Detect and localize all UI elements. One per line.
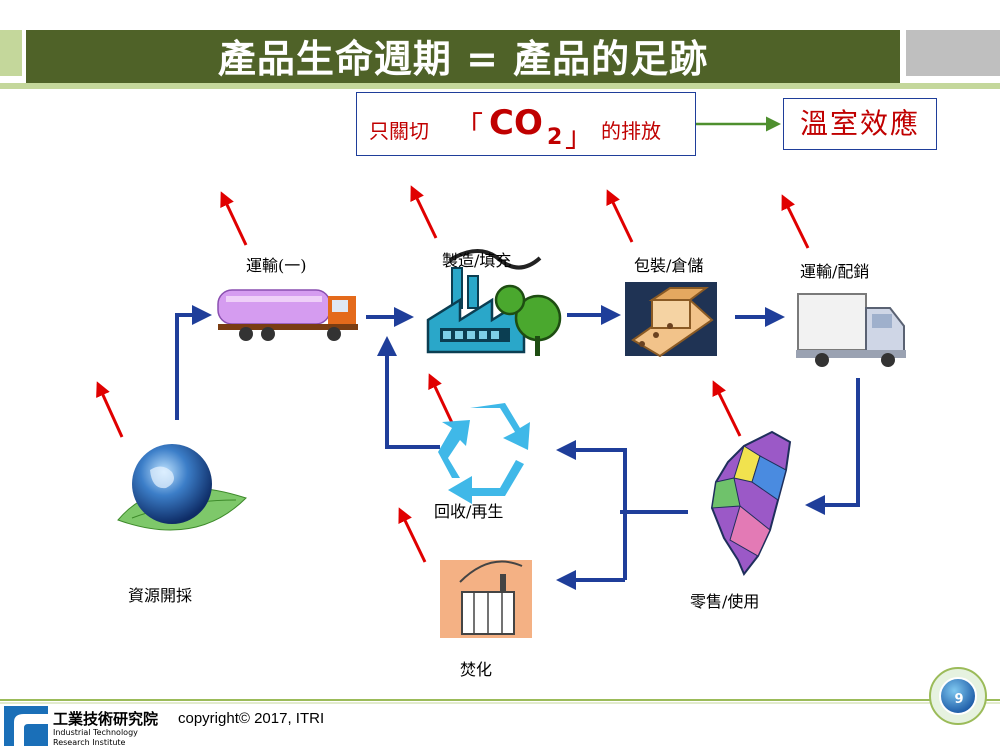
co2-box-prefix: 只關切	[369, 119, 429, 143]
label-incinerate: 焚化	[460, 660, 493, 679]
label-retail: 零售/使用	[690, 592, 760, 611]
title-bar	[26, 30, 900, 88]
title-right-accent	[906, 30, 1000, 76]
page-number-badge	[929, 667, 987, 725]
co2-box-bracket-open: 「	[455, 110, 484, 143]
emission-arrow-packaging	[606, 189, 634, 243]
factory-icon	[426, 249, 562, 356]
flow-recycle-to-manufacture	[377, 336, 440, 449]
taiwan-map-icon	[710, 430, 792, 576]
co2-emission-box: 只關切 「 CO 2 」 的排放	[356, 92, 696, 156]
label-resource: 資源開採	[128, 586, 193, 605]
flow-arrows	[175, 305, 860, 590]
flow-retail-to-recycle	[556, 440, 627, 580]
recycle-icon	[438, 403, 530, 504]
label-manufacture: 製造/填充	[442, 251, 512, 270]
globe-leaf-icon	[117, 444, 247, 531]
emission-arrow-retail	[712, 380, 742, 437]
copyright-text: copyright© 2017, ITRI	[178, 710, 325, 727]
emission-arrow-recycle	[428, 373, 456, 428]
emission-arrow-distribution	[781, 194, 810, 249]
label-packaging: 包裝/倉儲	[634, 256, 704, 275]
itri-logo-icon	[4, 706, 48, 746]
flow-distribution-to-retail	[805, 378, 860, 515]
emission-arrow-resource	[96, 381, 124, 438]
slide-title: 產品生命週期 = 產品的足跡	[217, 37, 709, 81]
flow-resource-to-transport	[175, 305, 212, 420]
title-left-accent	[0, 30, 22, 76]
org-name-english-2: Research Institute	[53, 738, 126, 747]
label-distribution: 運輸/配銷	[800, 262, 870, 281]
emission-arrows	[96, 185, 810, 563]
greenhouse-effect-box: 溫室效應	[783, 98, 937, 150]
page-number: 9	[954, 692, 964, 707]
co2-subscript: 2	[547, 125, 563, 150]
org-name-chinese: 工業技術研究院	[53, 710, 159, 728]
emission-arrow-manufacture	[410, 185, 438, 239]
packaging-box-icon	[625, 282, 717, 358]
emission-arrow-transport	[220, 191, 248, 246]
co2-box-suffix: 的排放	[601, 119, 661, 143]
co2-box-bracket-close: 」	[565, 120, 594, 153]
label-recycle: 回收/再生	[434, 502, 504, 521]
delivery-truck-icon	[796, 293, 906, 367]
tanker-truck-icon	[217, 289, 358, 341]
emission-arrow-incinerate	[398, 507, 427, 563]
label-transport-1: 運輸(一)	[246, 256, 307, 275]
title-underline	[0, 83, 1000, 89]
co2-formula: CO	[489, 103, 543, 143]
incinerator-icon	[440, 560, 532, 638]
org-name-english-1: Industrial Technology	[53, 728, 138, 737]
